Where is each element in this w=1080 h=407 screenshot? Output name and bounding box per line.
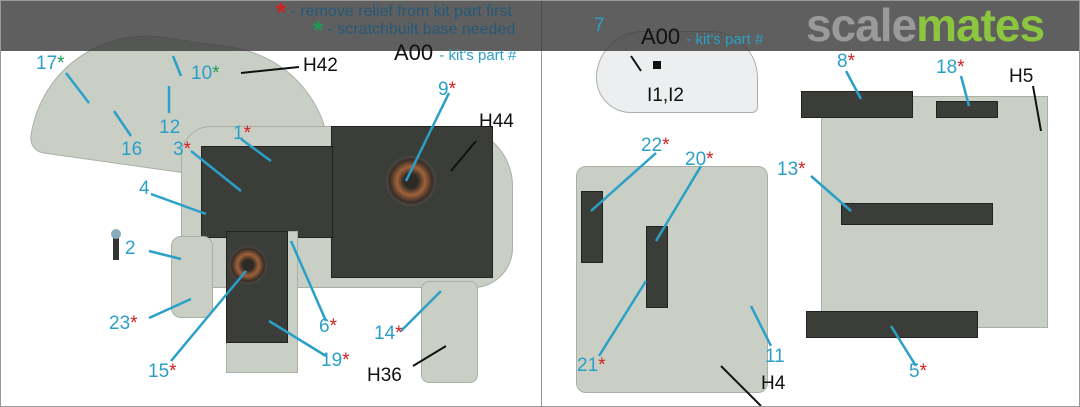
kit-text: - kit's part # (686, 31, 764, 48)
label-1: 1* (233, 123, 251, 145)
red-star-icon: * (276, 0, 287, 27)
red-star-icon: * (329, 316, 337, 337)
label-7: 7 (594, 15, 605, 36)
red-star-icon: * (706, 149, 714, 170)
label-text: 1 (233, 123, 244, 144)
red-star-icon: * (847, 51, 855, 72)
panel-divider (541, 1, 542, 406)
label-4: 4 (139, 178, 150, 199)
label-22: 22* (641, 135, 670, 157)
green-star-icon: * (212, 63, 220, 84)
hsi-display (229, 246, 267, 284)
legend-kit-part-right: A00 - kit's part # (641, 25, 763, 52)
h36-pedestal-part (421, 281, 478, 383)
side-console-panel-22 (581, 191, 603, 263)
red-star-icon: * (662, 135, 670, 156)
label-text: 3 (173, 139, 184, 160)
label-6: 6* (319, 316, 337, 338)
side-console-part (576, 166, 768, 393)
label-h5: H5 (1009, 66, 1034, 87)
label-h44: H44 (479, 111, 514, 132)
label-15: 15* (148, 361, 177, 383)
legend-red-text: - remove relief from kit part first (290, 3, 512, 21)
red-star-icon: * (448, 79, 456, 100)
radar-display (386, 156, 436, 206)
label-19: 19* (321, 350, 350, 372)
panel-13 (841, 203, 993, 225)
label-text: 17 (36, 53, 58, 74)
green-star-icon: * (57, 53, 65, 74)
label-text: 10 (191, 63, 213, 84)
panel-5 (806, 311, 978, 338)
red-star-icon: * (798, 159, 806, 180)
red-star-icon: * (243, 123, 251, 144)
label-text: 5 (909, 361, 920, 382)
label-14: 14* (374, 323, 403, 345)
label-23: 23* (109, 313, 138, 335)
label-13: 13* (777, 159, 806, 181)
label-20: 20* (685, 149, 714, 171)
label-2: 2 (125, 238, 136, 259)
green-star-icon: * (313, 15, 324, 45)
label-5: 5* (909, 361, 927, 383)
label-text: 18 (936, 57, 958, 78)
red-star-icon: * (183, 139, 191, 160)
legend-green: * - scratchbuilt base needed (313, 17, 516, 43)
label-text: 21 (577, 355, 599, 376)
label-11: 11 (765, 346, 785, 367)
label-10: 10* (191, 63, 220, 85)
label-8: 8* (837, 51, 855, 73)
left-instrument-panel (201, 146, 333, 238)
label-text: 13 (777, 159, 799, 180)
label-text: 23 (109, 313, 131, 334)
label-h42: H42 (303, 55, 338, 76)
legend-red: * - remove relief from kit part first (276, 1, 512, 25)
red-star-icon: * (598, 355, 606, 376)
red-star-icon: * (395, 323, 403, 344)
label-text: 22 (641, 135, 663, 156)
label-3: 3* (173, 139, 191, 161)
scalemates-watermark: scalemates (806, 0, 1045, 51)
legend-green-text: - scratchbuilt base needed (327, 21, 516, 39)
label-i1-i2: I1,I2 (647, 85, 684, 106)
label-9: 9* (438, 79, 456, 101)
watermark-left: scale (806, 0, 917, 51)
label-text: 6 (319, 316, 330, 337)
label-text: 14 (374, 323, 396, 344)
label-h4: H4 (761, 373, 786, 394)
red-star-icon: * (957, 57, 965, 78)
label-text: 15 (148, 361, 170, 382)
label-text: 19 (321, 350, 343, 371)
side-console-panel-20 (646, 226, 668, 308)
kit-code: A00 (641, 24, 681, 49)
kit-code: A00 (394, 40, 434, 65)
label-text: 9 (438, 79, 449, 100)
part-7-marker (653, 61, 661, 69)
red-star-icon: * (169, 361, 177, 382)
red-star-icon: * (130, 313, 138, 334)
label-21: 21* (577, 355, 606, 377)
label-text: 8 (837, 51, 848, 72)
red-star-icon: * (342, 350, 350, 371)
label-text: 20 (685, 149, 707, 170)
watermark-banner (1, 1, 1079, 51)
label-h36: H36 (367, 365, 402, 386)
legend-kit-part: A00 - kit's part # (394, 41, 516, 68)
label-17: 17* (36, 53, 65, 75)
kit-text: - kit's part # (439, 47, 517, 64)
part-2-marker-head (111, 229, 121, 239)
watermark-right: mates (916, 0, 1045, 51)
panel-8 (801, 91, 913, 118)
part-2-marker (113, 236, 119, 260)
label-12: 12 (159, 117, 181, 138)
label-16: 16 (121, 139, 143, 160)
red-star-icon: * (919, 361, 927, 382)
label-18: 18* (936, 57, 965, 79)
